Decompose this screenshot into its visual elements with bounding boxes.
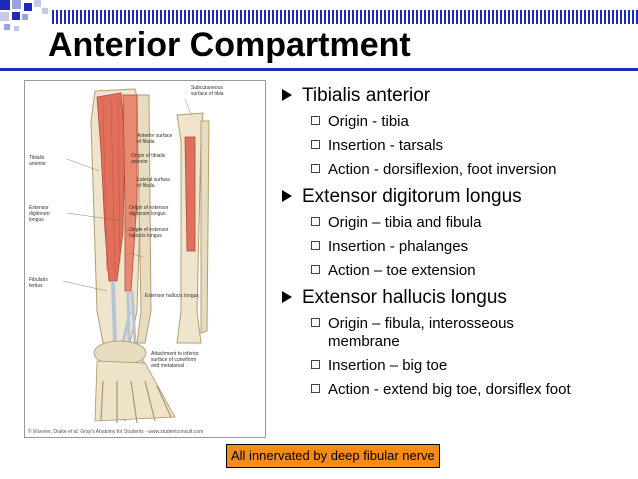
label-origin-tibialis: Origin of tibialis anterior	[131, 153, 166, 165]
sub-bullet: Insertion - phalanges	[280, 238, 630, 256]
arrow-bullet-icon	[282, 89, 292, 101]
sub-bullet: Action - dorsiflexion, foot inversion	[280, 161, 630, 179]
bullet-list: Tibialis anterior Origin - tibia Inserti…	[280, 84, 630, 405]
sub-bullet-text: Insertion - phalanges	[328, 238, 469, 255]
leg-anatomy-drawing	[62, 88, 210, 424]
label-tibialis-anterior: Tibialis anterior	[29, 155, 46, 167]
corner-squares-decoration	[0, 0, 638, 31]
label-fibularis-tertius: Fibularis tertius	[29, 277, 48, 289]
square-bullet-icon	[311, 384, 320, 393]
square-bullet-icon	[311, 265, 320, 274]
sub-bullet: Origin – fibula, interosseous membrane	[280, 315, 568, 351]
bullet-text: Tibialis anterior	[302, 85, 431, 106]
square-bullet-icon	[311, 360, 320, 369]
sub-bullet-text: Insertion – big toe	[328, 357, 448, 374]
leg-muscle-illustration: Subcutaneous surface of tibia Anterior s…	[24, 80, 266, 438]
bullet-text: Extensor hallucis longus	[302, 287, 507, 308]
label-subcutaneous: Subcutaneous surface of tibia	[191, 85, 224, 97]
square-bullet-icon	[311, 217, 320, 226]
sub-bullet: Insertion - tarsals	[280, 137, 630, 155]
sub-bullet-text: Origin - tibia	[328, 113, 409, 130]
slide-title: Anterior Compartment	[48, 26, 411, 64]
bullet-tibialis-anterior: Tibialis anterior	[280, 84, 630, 107]
label-attachment: Attachment to inferior surface of cuneif…	[151, 351, 199, 369]
innervation-note: All innervated by deep fibular nerve	[226, 444, 440, 468]
sub-bullet-text: Action – toe extension	[328, 262, 476, 279]
label-extensor-digitorum: Extensor digitorum longus	[29, 205, 50, 223]
figure-credit: © Elsevier. Drake et al: Gray's Anatomy …	[28, 429, 204, 435]
square-bullet-icon	[311, 116, 320, 125]
label-anterior-surface: Anterior surface of fibula	[137, 133, 173, 145]
square-bullet-icon	[311, 318, 320, 327]
sub-bullet-text: Insertion - tarsals	[328, 137, 444, 154]
sub-bullet-text: Origin – fibula, interosseous membrane	[328, 315, 514, 350]
arrow-bullet-icon	[282, 190, 292, 202]
label-lateral-surface: Lateral surface of fibula	[137, 177, 171, 189]
bullet-text: Extensor digitorum longus	[302, 186, 522, 207]
sub-bullet: Origin – tibia and fibula	[280, 214, 630, 232]
sub-bullet-text: Origin – tibia and fibula	[328, 214, 482, 231]
bullet-extensor-hallucis-longus: Extensor hallucis longus	[280, 286, 630, 309]
sub-bullet-text: Action - extend big toe, dorsiflex foot	[328, 381, 571, 398]
label-origin-ext-digitorum: Origin of extensor digitorum longus	[129, 205, 169, 217]
label-ext-hallucis-longus: Extensor hallucis longus	[145, 293, 199, 299]
sub-bullet: Action – toe extension	[280, 262, 630, 280]
sub-bullet: Insertion – big toe	[280, 357, 630, 375]
sub-bullet: Action - extend big toe, dorsiflex foot	[280, 381, 588, 399]
square-bullet-icon	[311, 164, 320, 173]
sub-bullet-text: Action - dorsiflexion, foot inversion	[328, 161, 557, 178]
bullet-extensor-digitorum-longus: Extensor digitorum longus	[280, 185, 630, 208]
title-underline	[0, 68, 638, 71]
arrow-bullet-icon	[282, 291, 292, 303]
square-bullet-icon	[311, 140, 320, 149]
label-origin-ext-hallucis: Origin of extensor hallucis longus	[129, 227, 169, 239]
square-bullet-icon	[311, 241, 320, 250]
sub-bullet: Origin - tibia	[280, 113, 630, 131]
